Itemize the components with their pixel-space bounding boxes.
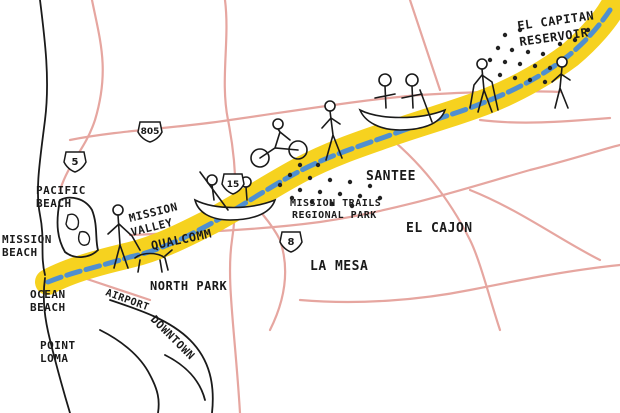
label-santee: SANTEE bbox=[366, 169, 416, 184]
cyclist bbox=[250, 118, 308, 168]
i5-label: 5 bbox=[72, 157, 79, 168]
label-el-cajon: EL CAJON bbox=[406, 221, 473, 236]
highway-shields: 805 5 15 8 bbox=[63, 121, 303, 253]
label-mission: MISSION bbox=[2, 233, 52, 246]
road-east bbox=[378, 128, 502, 332]
label-downtown: DOWNTOWN bbox=[148, 313, 197, 362]
i8-shield: 8 bbox=[279, 231, 303, 253]
label-loma: LOMA bbox=[40, 352, 69, 365]
trees-east bbox=[487, 27, 591, 85]
bay-islands bbox=[65, 213, 91, 246]
label-point: POINT bbox=[40, 339, 76, 352]
road-right bbox=[468, 188, 602, 262]
walker bbox=[321, 100, 343, 161]
road-top-right bbox=[408, 0, 442, 92]
coast-north bbox=[37, 0, 48, 276]
illustrations bbox=[107, 56, 571, 273]
island-1 bbox=[65, 213, 80, 231]
label-ocean-beach: BEACH bbox=[30, 301, 66, 314]
canoe-paddlers bbox=[358, 73, 447, 131]
label-north-park: NORTH PARK bbox=[150, 279, 228, 293]
i805-label: 805 bbox=[141, 127, 160, 137]
road-east2 bbox=[478, 116, 612, 124]
tree-clusters bbox=[277, 27, 591, 209]
san-diego-bay bbox=[109, 299, 214, 413]
road-i8 bbox=[128, 143, 620, 237]
i5-shield: 5 bbox=[63, 151, 87, 173]
trees-mission-trails bbox=[277, 162, 383, 209]
i805-shield: 805 bbox=[137, 121, 163, 143]
label-pacific: PACIFIC bbox=[36, 184, 86, 197]
i15-label: 15 bbox=[227, 180, 240, 190]
dog-walker bbox=[107, 204, 173, 273]
bay-inner bbox=[99, 329, 160, 413]
hiker-right bbox=[551, 56, 571, 109]
road-se bbox=[298, 263, 620, 304]
i8-label: 8 bbox=[288, 237, 295, 248]
label-mission-beach: BEACH bbox=[2, 246, 38, 259]
label-la-mesa: LA MESA bbox=[310, 259, 368, 274]
mission-bay-outline bbox=[56, 196, 100, 258]
label-pacific-beach: BEACH bbox=[36, 197, 72, 210]
hiker-with-poles bbox=[469, 58, 499, 113]
coast-ocean-beach bbox=[42, 277, 71, 413]
label-regional-park: REGIONAL PARK bbox=[292, 210, 377, 221]
coastline bbox=[37, 0, 214, 413]
coronado bbox=[164, 354, 206, 401]
i15-shield: 15 bbox=[221, 173, 245, 195]
label-mission-trails: MISSION TRAILS bbox=[290, 198, 381, 209]
island-2 bbox=[78, 230, 91, 246]
label-ocean: OCEAN bbox=[30, 288, 66, 301]
